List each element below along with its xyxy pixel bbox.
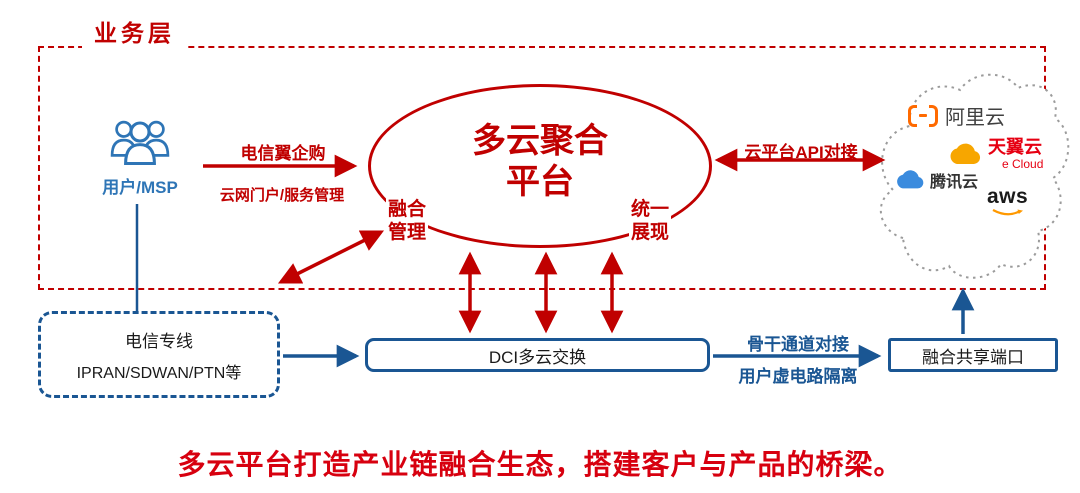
aws-smile-icon xyxy=(992,209,1023,216)
ctyun-sublabel: e Cloud xyxy=(1002,156,1044,171)
unified-presentation-line1: 统一 xyxy=(631,199,670,220)
tencent-cloud-icon xyxy=(897,170,924,189)
telecom-line-subtitle: IPRAN/SDWAN/PTN等 xyxy=(76,364,242,382)
api-connect-label: 云平台API对接 xyxy=(744,143,858,162)
ctyun-label: 天翼云 xyxy=(988,137,1042,157)
shared-port-label: 融合共享端口 xyxy=(922,347,1024,367)
alibaba-bracket-right xyxy=(929,104,938,127)
platform-title-line1: 多云聚合 xyxy=(472,121,608,160)
ctyun-logo: 天翼云 e Cloud xyxy=(946,137,1044,171)
backbone-channel-label: 骨干通道对接 xyxy=(747,335,849,354)
unified-presentation-note: 统一 展现 xyxy=(629,197,672,246)
user-head-center xyxy=(129,121,151,143)
dci-exchange-box: DCI多云交换 xyxy=(365,338,710,372)
aws-logo: aws xyxy=(987,186,1028,218)
portal-service-label: 云网门户/服务管理 xyxy=(219,187,345,204)
footer-slogan: 多云平台打造产业链融合生态，搭建客户与产品的桥梁。 xyxy=(177,449,903,480)
ctyun-cloud-icon xyxy=(950,143,981,164)
alibaba-dash xyxy=(919,114,927,117)
telecom-line-title: 电信专线 xyxy=(125,331,193,351)
users-icon xyxy=(110,120,170,166)
dci-exchange-label: DCI多云交换 xyxy=(488,347,587,367)
user-body-center xyxy=(124,143,156,166)
business-layer-label: 业务层 xyxy=(82,18,187,48)
alibaba-cloud-label: 阿里云 xyxy=(945,107,1005,129)
platform-ellipse: 多云聚合 平台 xyxy=(368,84,712,248)
fusion-management-note: 融合 管理 xyxy=(386,197,429,246)
telecom-procurement-label: 电信翼企购 xyxy=(240,144,326,163)
platform-title-line2: 平台 xyxy=(506,163,574,201)
virtual-circuit-label: 用户虚电路隔离 xyxy=(738,367,858,386)
alibaba-bracket-left xyxy=(908,104,917,127)
fusion-management-line1: 融合 xyxy=(388,199,427,220)
unified-presentation-line2: 展现 xyxy=(631,222,670,244)
user-label: 用户/MSP xyxy=(102,178,178,197)
tencent-cloud-label: 腾讯云 xyxy=(930,174,979,191)
user-head-right xyxy=(147,120,165,138)
fusion-management-line2: 管理 xyxy=(388,222,427,244)
shared-port-box: 融合共享端口 xyxy=(888,338,1058,372)
alibaba-cloud-icon xyxy=(908,104,938,127)
user-head-left xyxy=(115,120,133,138)
telecom-line-box: 电信专线 IPRAN/SDWAN/PTN等 xyxy=(38,311,280,398)
aws-label: aws xyxy=(987,185,1029,208)
alibaba-cloud-logo: 阿里云 xyxy=(908,101,1005,130)
tencent-cloud-logo: 腾讯云 xyxy=(893,168,978,192)
users-group: 用户/MSP xyxy=(96,114,184,198)
